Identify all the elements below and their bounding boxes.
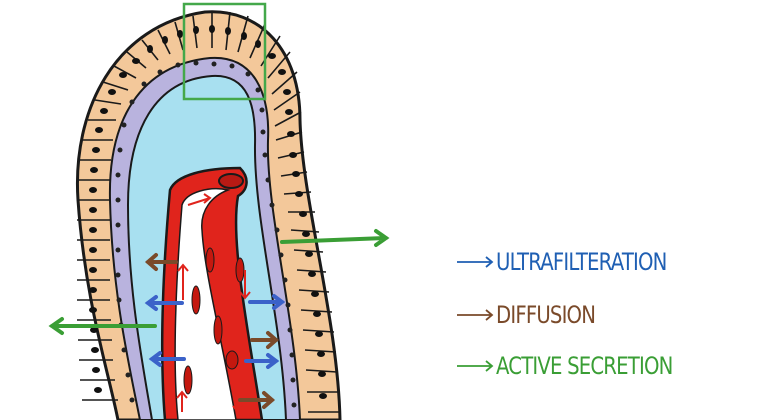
basal-nuclei (115, 60, 297, 408)
blood-flow-arrows (176, 193, 251, 414)
legend-item-active-secretion: ACTIVE SECRETION (456, 354, 711, 378)
capillary-opening (218, 173, 244, 189)
legend-item-ultrafiltration: ULTRAFILTERATION (456, 250, 704, 274)
legend-label-active-secretion: ACTIVE SECRETION (496, 352, 673, 380)
red-blood-cells (183, 247, 245, 395)
legend-item-diffusion: DIFFUSION (456, 303, 617, 327)
capillary-interior (174, 188, 237, 420)
active-secretion-arrow-icon (457, 360, 494, 372)
legend-label-diffusion: DIFFUSION (496, 301, 596, 329)
ultrafiltration-arrow-icon (457, 256, 494, 268)
epithelium-nuclei (89, 25, 327, 399)
legend-label-ultrafiltration: ULTRAFILTERATION (496, 248, 667, 276)
highlight-box (182, 2, 267, 101)
ultrafiltration-arrows (144, 294, 286, 369)
diffusion-arrow-icon (457, 309, 494, 321)
diffusion-arrows (144, 253, 280, 409)
active-secretion-arrows (48, 229, 390, 335)
